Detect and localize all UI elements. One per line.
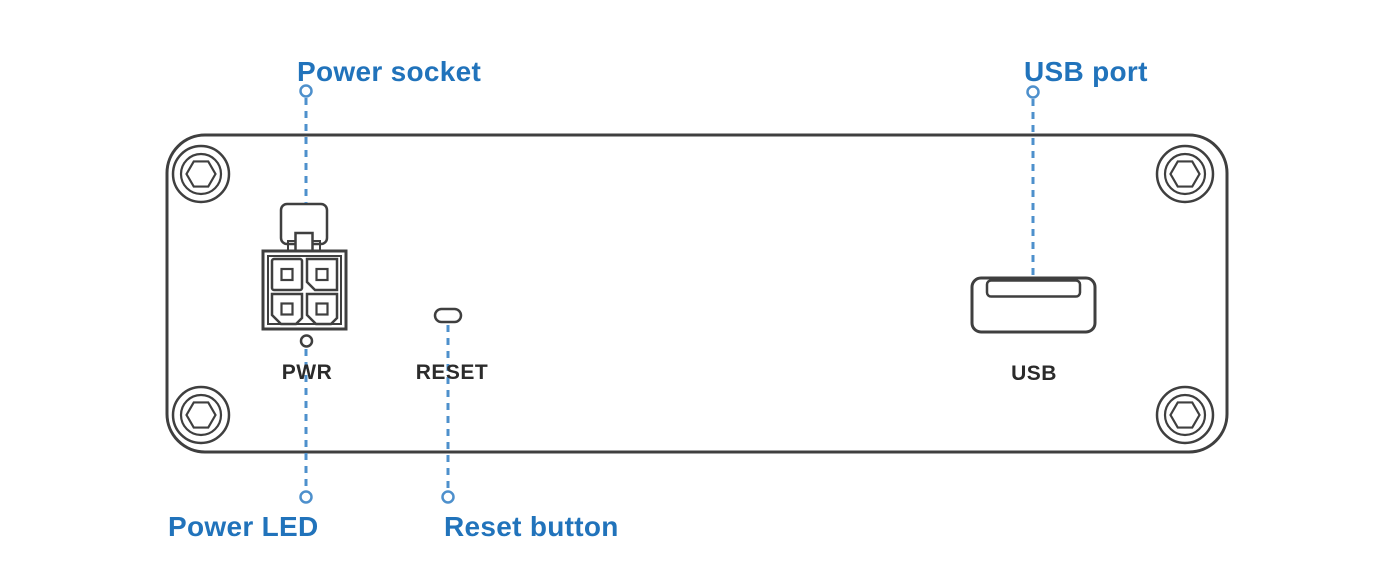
- panel-label-usb: USB: [1011, 362, 1057, 385]
- reset-button-leader-dot: [441, 490, 455, 504]
- callout-reset-button: Reset button: [444, 511, 619, 542]
- reset-button-pill: [433, 307, 463, 324]
- screw-top-left-icon: [171, 144, 231, 204]
- panel-label-reset: RESET: [416, 361, 489, 384]
- callout-usb-port: USB port: [1024, 56, 1148, 87]
- callout-power-socket: Power socket: [297, 56, 481, 87]
- usb-port-connector: [970, 276, 1097, 334]
- power-socket-body-inner: [267, 255, 342, 325]
- power-led-indicator: [299, 334, 314, 348]
- device-chassis: [165, 133, 1229, 454]
- power-socket-connector: [261, 202, 348, 331]
- screw-bottom-right-icon: [1155, 385, 1215, 445]
- power-pin-hole-bottom-right: [315, 302, 329, 316]
- usb-port-tongue: [985, 279, 1082, 298]
- callout-leaders: [299, 84, 1040, 504]
- panel-label-pwr: PWR: [282, 361, 333, 384]
- power-led-leader-dot: [299, 490, 313, 504]
- screw-top-right-icon: [1155, 144, 1215, 204]
- power-pin-hole-top-right: [315, 267, 329, 282]
- callout-power-led: Power LED: [168, 511, 319, 542]
- power-socket-leader-dot: [299, 84, 313, 98]
- usb-port-leader-dot: [1026, 85, 1040, 99]
- power-socket-notch: [294, 231, 314, 253]
- power-pin-hole-bottom-left: [280, 302, 294, 316]
- screw-bottom-left-icon: [171, 385, 231, 445]
- power-pin-hole-top-left: [280, 267, 294, 282]
